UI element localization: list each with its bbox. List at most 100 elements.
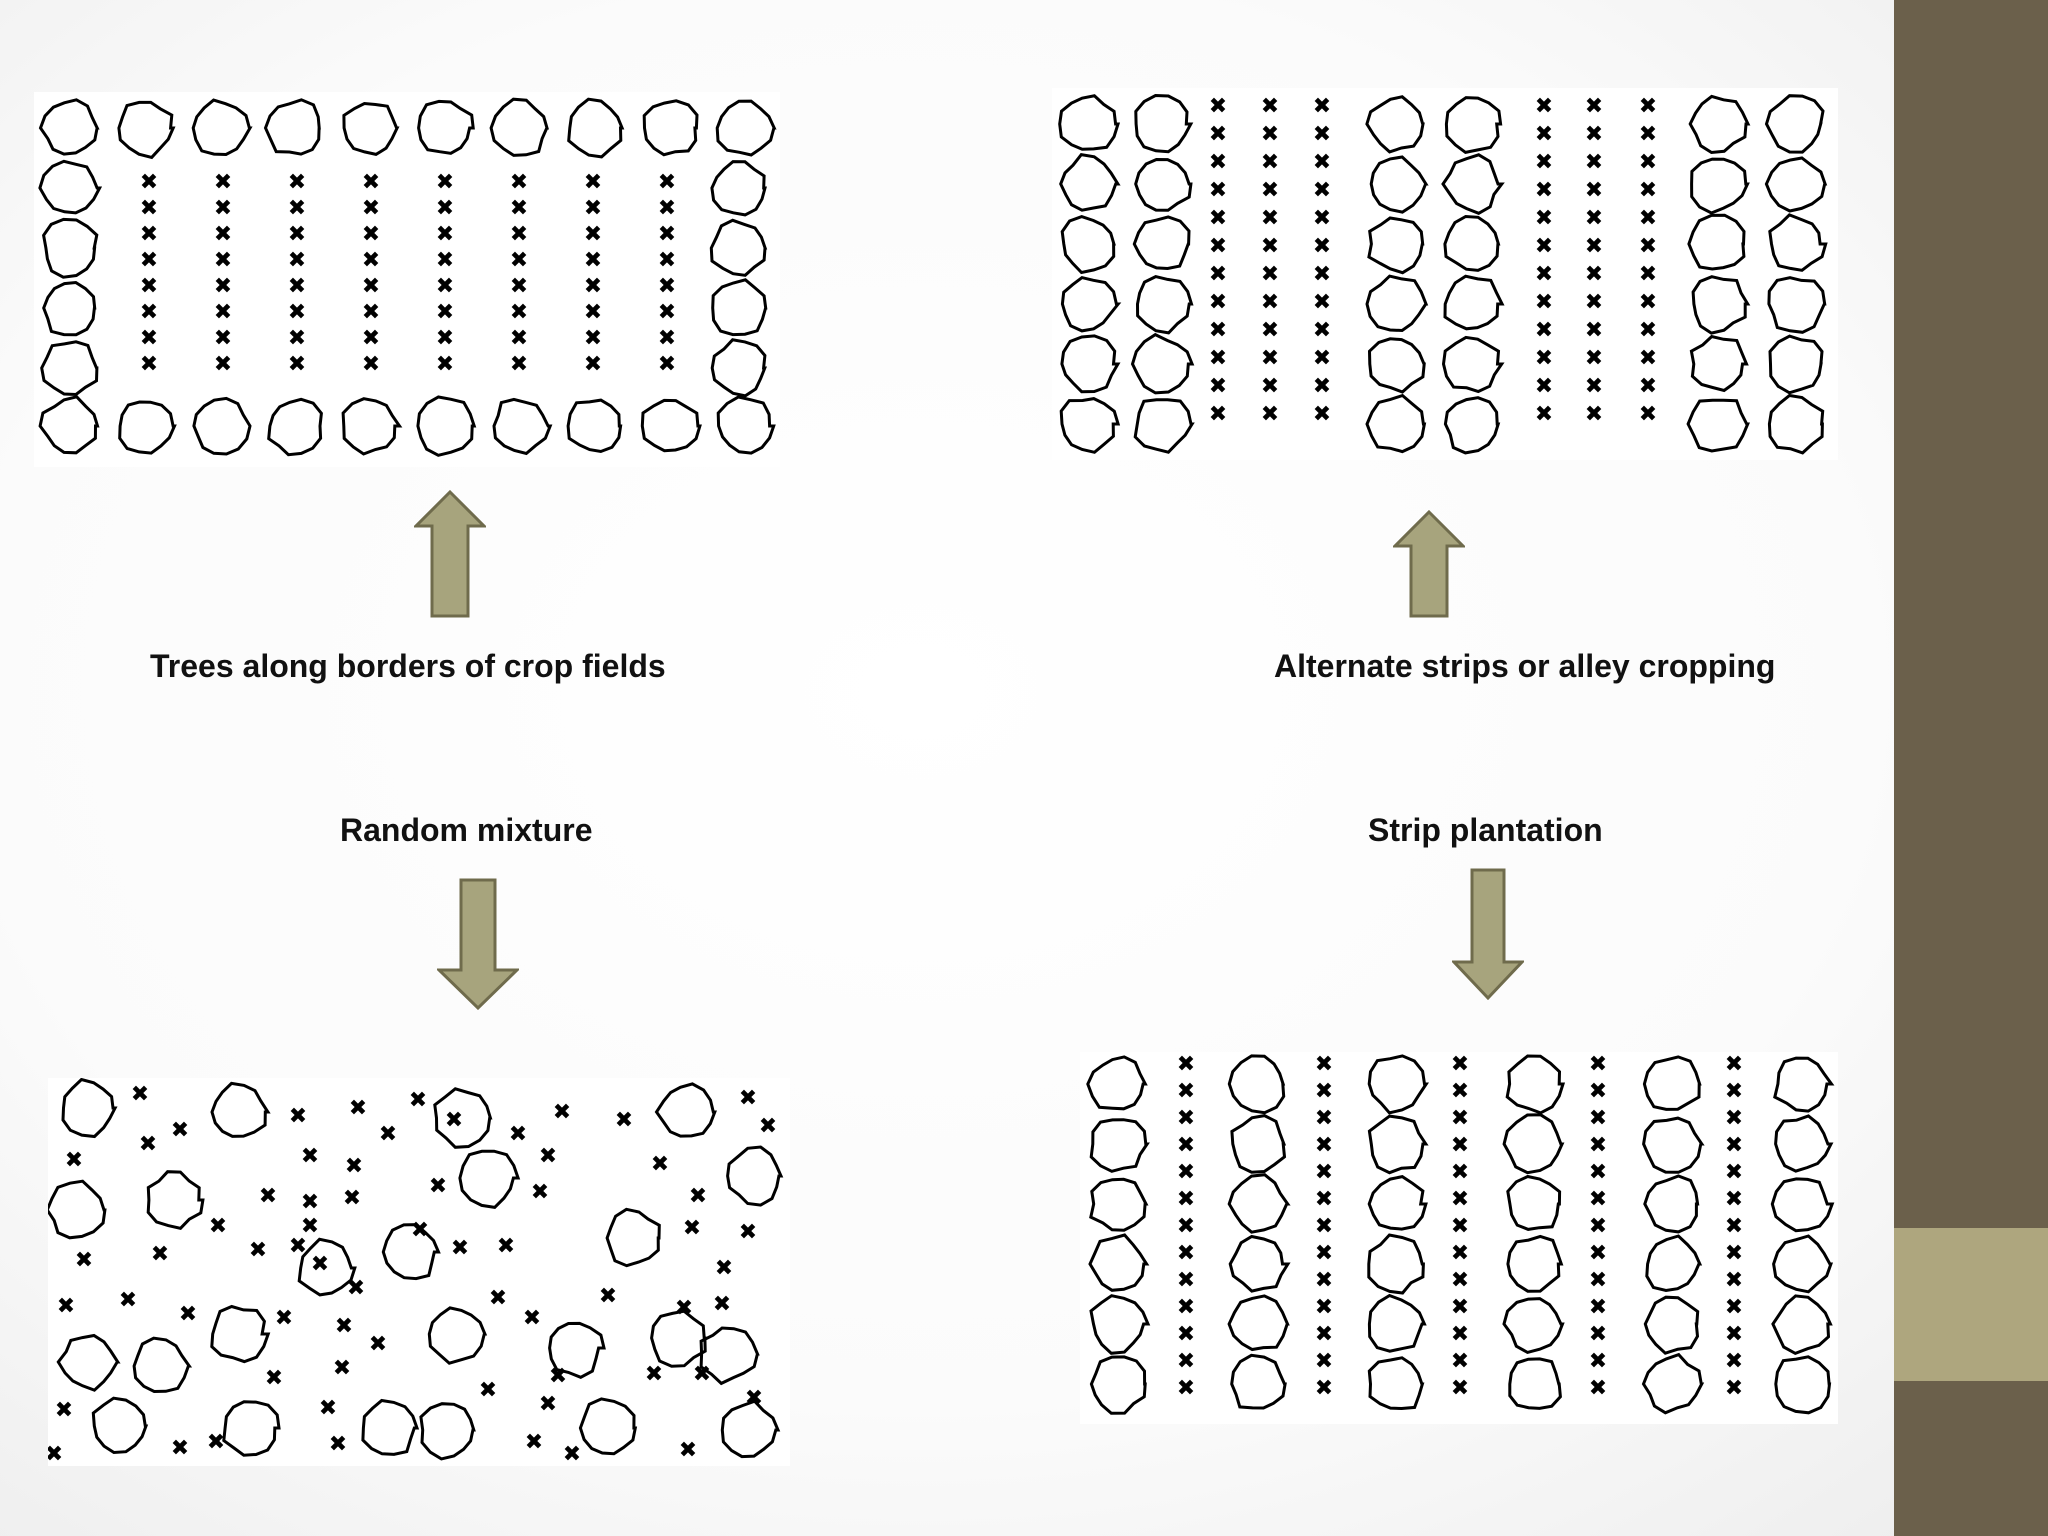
crop-icon: ✖ <box>57 1294 75 1319</box>
tree-icon <box>222 1400 281 1457</box>
tree-icon <box>1441 153 1505 215</box>
crop-icon: ✖ <box>510 222 528 247</box>
tree-icon <box>1443 274 1505 331</box>
crop-icon: ✖ <box>1725 1079 1743 1104</box>
crop-icon: ✖ <box>1209 346 1227 371</box>
crop-icon: ✖ <box>265 1366 283 1391</box>
crop-icon: ✖ <box>1209 262 1227 287</box>
tree-icon <box>640 398 702 453</box>
crop-icon: ✖ <box>139 1132 157 1157</box>
crop-icon: ✖ <box>65 1148 83 1173</box>
crop-icon: ✖ <box>1261 94 1279 119</box>
crop-icon: ✖ <box>713 1292 731 1317</box>
crop-icon: ✖ <box>362 170 380 195</box>
crop-icon: ✖ <box>689 1184 707 1209</box>
crop-icon: ✖ <box>1177 1106 1195 1131</box>
tree-icon <box>1367 1356 1425 1411</box>
tree-icon <box>578 1397 638 1456</box>
crop-icon: ✖ <box>75 1248 93 1273</box>
crop-icon: ✖ <box>739 1086 757 1111</box>
crop-icon: ✖ <box>1209 318 1227 343</box>
crop-icon: ✖ <box>1315 1295 1333 1320</box>
tree-icon <box>548 1321 606 1379</box>
tree-icon <box>1089 1355 1147 1415</box>
crop-icon: ✖ <box>171 1118 189 1143</box>
crop-icon: ✖ <box>658 222 676 247</box>
crop-icon: ✖ <box>1725 1349 1743 1374</box>
crop-icon: ✖ <box>209 1214 227 1239</box>
crop-icon: ✖ <box>1177 1187 1195 1212</box>
crop-icon: ✖ <box>584 274 602 299</box>
crop-icon: ✖ <box>151 1242 169 1267</box>
crop-icon: ✖ <box>179 1302 197 1327</box>
tree-icon <box>1764 156 1828 213</box>
tree-icon <box>42 280 97 337</box>
crop-icon: ✖ <box>362 222 380 247</box>
crop-icon: ✖ <box>301 1214 319 1239</box>
crop-icon: ✖ <box>436 248 454 273</box>
tree-icon <box>654 1082 717 1138</box>
tree-icon <box>1227 1173 1291 1234</box>
crop-icon: ✖ <box>1725 1160 1743 1185</box>
crop-icon: ✖ <box>436 326 454 351</box>
tree-icon <box>1687 213 1746 271</box>
crop-icon: ✖ <box>1589 1295 1607 1320</box>
crop-icon: ✖ <box>207 1430 225 1455</box>
crop-icon: ✖ <box>1585 206 1603 231</box>
crop-icon: ✖ <box>1451 1241 1469 1266</box>
crop-icon: ✖ <box>1535 290 1553 315</box>
tree-icon <box>1135 275 1194 335</box>
tree-icon <box>1768 334 1824 395</box>
tree-icon <box>1768 213 1828 272</box>
crop-icon: ✖ <box>329 1432 347 1457</box>
crop-icon: ✖ <box>1315 1349 1333 1374</box>
tree-icon <box>1686 398 1750 453</box>
crop-icon: ✖ <box>1451 1106 1469 1131</box>
tree-icon <box>1643 1174 1700 1234</box>
crop-icon: ✖ <box>1589 1133 1607 1158</box>
crop-icon: ✖ <box>510 248 528 273</box>
crop-icon: ✖ <box>1535 122 1553 147</box>
crop-icon: ✖ <box>658 352 676 377</box>
crop-icon: ✖ <box>1639 318 1657 343</box>
tree-icon <box>1444 96 1503 155</box>
tree-icon <box>1132 215 1191 271</box>
tree-icon <box>263 98 321 156</box>
tree-icon <box>1367 337 1426 394</box>
crop-icon: ✖ <box>1589 1376 1607 1401</box>
crop-icon: ✖ <box>584 222 602 247</box>
crop-icon: ✖ <box>1313 122 1331 147</box>
crop-icon: ✖ <box>745 1386 763 1411</box>
crop-icon: ✖ <box>1589 1160 1607 1185</box>
crop-icon: ✖ <box>1639 150 1657 175</box>
tree-icon <box>297 1237 357 1297</box>
crop-icon: ✖ <box>510 326 528 351</box>
crop-icon: ✖ <box>584 170 602 195</box>
crop-icon: ✖ <box>584 248 602 273</box>
tree-icon <box>711 278 768 337</box>
crop-icon: ✖ <box>214 274 232 299</box>
crop-icon: ✖ <box>1313 374 1331 399</box>
tree-icon <box>42 217 99 279</box>
tree-icon <box>710 338 768 398</box>
crop-icon: ✖ <box>362 274 380 299</box>
crop-icon: ✖ <box>739 1220 757 1245</box>
tree-icon <box>1060 334 1121 394</box>
crop-icon: ✖ <box>1315 1241 1333 1266</box>
crop-icon: ✖ <box>1209 234 1227 259</box>
crop-icon: ✖ <box>645 1362 663 1387</box>
crop-icon: ✖ <box>1313 402 1331 427</box>
crop-icon: ✖ <box>349 1096 367 1121</box>
crop-icon: ✖ <box>1261 206 1279 231</box>
crop-icon: ✖ <box>1639 402 1657 427</box>
crop-icon: ✖ <box>1313 262 1331 287</box>
crop-icon: ✖ <box>1639 178 1657 203</box>
crop-icon: ✖ <box>311 1252 329 1277</box>
diagram-alternate-strips: ✖✖✖✖✖✖✖✖✖✖✖✖✖✖✖✖✖✖✖✖✖✖✖✖✖✖✖✖✖✖✖✖✖✖✖✖✖✖✖✖… <box>1052 88 1838 460</box>
crop-icon: ✖ <box>549 1364 567 1389</box>
tree-icon <box>1367 1175 1428 1231</box>
crop-icon: ✖ <box>1589 1187 1607 1212</box>
crop-icon: ✖ <box>510 274 528 299</box>
crop-icon: ✖ <box>48 1442 63 1466</box>
crop-icon: ✖ <box>658 326 676 351</box>
